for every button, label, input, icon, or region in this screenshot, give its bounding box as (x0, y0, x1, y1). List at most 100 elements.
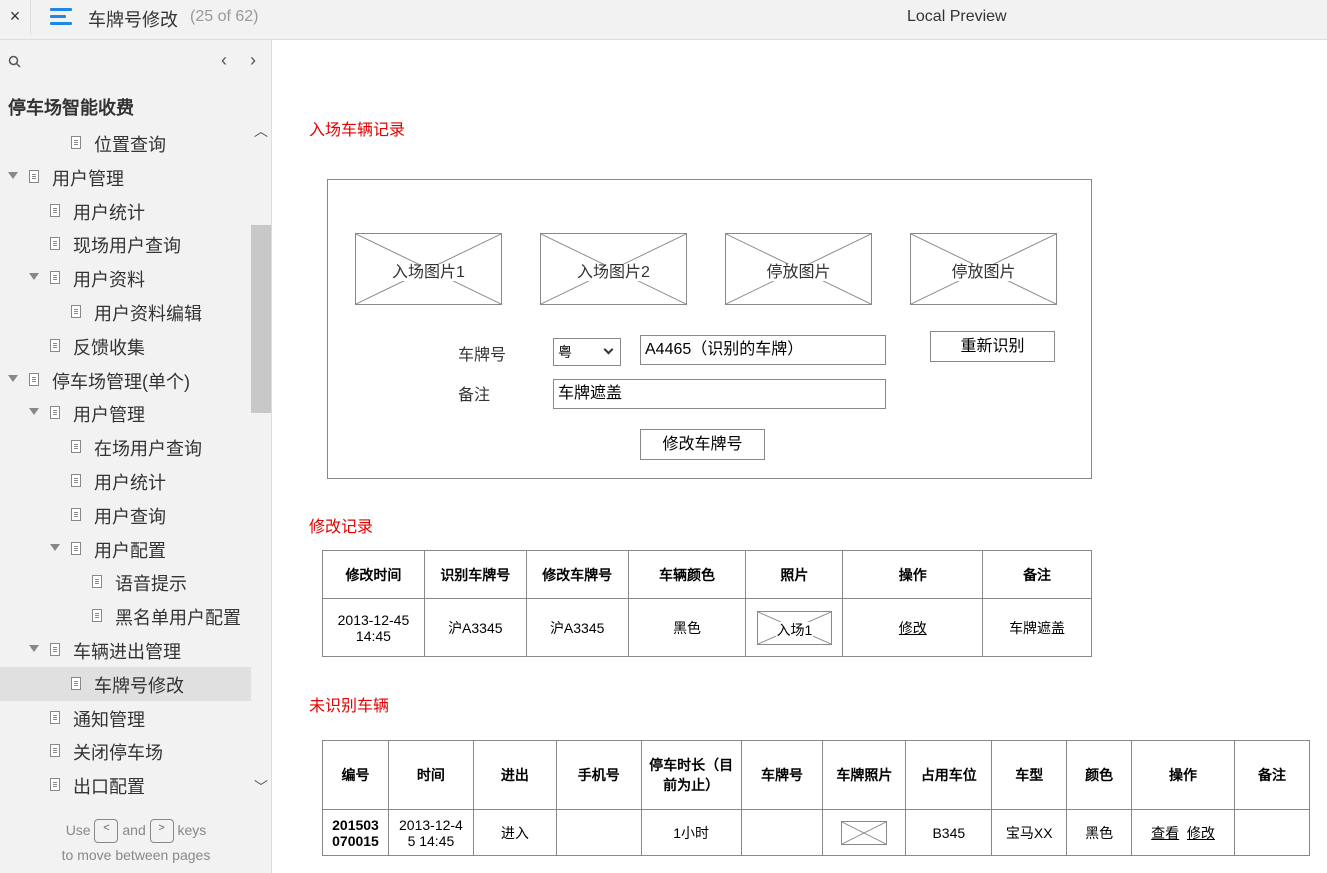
col-header: 停车时长（目前为止） (640, 740, 742, 810)
hamburger-menu-icon[interactable] (50, 8, 72, 26)
scrollbar-thumb[interactable] (251, 225, 271, 413)
sidebar-item[interactable]: 在场用户查询 (0, 430, 251, 464)
page-icon (71, 541, 81, 555)
sidebar-item[interactable]: 出口配置 (0, 768, 251, 802)
sidebar-item[interactable]: 用户管理 (0, 160, 251, 194)
page-count: (25 of 62) (190, 8, 259, 25)
sidebar-item[interactable]: 用户配置 (0, 532, 251, 566)
modify-record-table: 修改时间 识别车牌号 修改车牌号 车辆颜色 照片 操作 备注 2013-12-4… (322, 550, 1092, 657)
id-line1: 201503 (332, 816, 379, 833)
cell-inout: 进入 (472, 809, 557, 856)
hint-and: and (122, 822, 146, 838)
table-row: 201503 070015 2013-12-4 5 14:45 进入 1小时 B… (322, 809, 1311, 856)
sidebar-item[interactable]: 停车场管理(单个) (0, 363, 251, 397)
cell-duration: 1小时 (640, 809, 742, 856)
cell-remark: 车牌遮盖 (982, 598, 1092, 657)
hint-use: Use (65, 822, 91, 838)
sidebar-item[interactable]: 通知管理 (0, 701, 251, 735)
topbar-divider (30, 0, 31, 34)
sidebar-item-label: 用户统计 (73, 202, 145, 223)
scroll-down-icon[interactable]: ﹀ (254, 779, 268, 795)
sidebar-item[interactable]: 用户统计 (0, 464, 251, 498)
modify-link[interactable]: 修改 (1186, 824, 1215, 841)
cell-modified-plate: 沪A3345 (525, 598, 629, 657)
expand-caret-icon[interactable] (29, 644, 39, 652)
sidebar-item[interactable]: 用户查询 (0, 498, 251, 532)
expand-caret-icon[interactable] (29, 408, 39, 416)
sidebar-item[interactable]: 用户管理 (0, 396, 251, 430)
expand-caret-icon[interactable] (8, 171, 18, 179)
entry-image-1-label: 入场图片1 (391, 264, 466, 281)
cell-color: 黑色 (1066, 809, 1133, 856)
page-icon (50, 744, 60, 758)
next-key-icon: > (149, 819, 174, 844)
sidebar-item-label: 黑名单用户配置 (115, 608, 241, 629)
cell-action: 查看 修改 (1131, 809, 1235, 856)
prev-page-button[interactable]: ‹ (221, 50, 227, 70)
view-link[interactable]: 查看 (1151, 824, 1180, 841)
page-icon (29, 372, 39, 386)
entry-record-panel: 入场图片1 入场图片2 停放图片 停放图片 车牌号 粤 A4465（识别的车牌）… (327, 179, 1092, 479)
sidebar-item-label: 用户查询 (94, 506, 166, 527)
expand-caret-icon[interactable] (29, 273, 39, 281)
sidebar-item[interactable]: 语音提示 (0, 565, 251, 599)
page-icon (50, 338, 60, 352)
cell-model: 宝马XX (991, 809, 1068, 856)
top-bar: × 车牌号修改 (25 of 62) Local Preview (0, 0, 1327, 40)
sidebar-item-label: 用户资料编辑 (94, 303, 202, 324)
close-button[interactable]: × (9, 6, 21, 26)
sidebar-item[interactable]: 用户资料编辑 (0, 295, 251, 329)
photo-thumbnail[interactable]: 入场1 (756, 610, 832, 645)
remark-label: 备注 (458, 387, 491, 404)
scroll-up-icon[interactable]: ︿ (254, 123, 268, 139)
sidebar-item[interactable]: 车牌号修改 (0, 666, 251, 701)
keyboard-hint: Use < and > keys to move between pages (0, 818, 272, 868)
cell-plate (740, 809, 824, 856)
sidebar-item[interactable]: 用户资料 (0, 261, 251, 295)
parking-image-1-label: 停放图片 (765, 264, 832, 281)
sidebar-item[interactable]: 车辆进出管理 (0, 633, 251, 667)
col-header: 修改时间 (322, 550, 425, 599)
recognize-button[interactable]: 重新识别 (930, 331, 1055, 362)
cell-action: 修改 (842, 598, 984, 657)
col-header: 车牌照片 (822, 740, 907, 810)
sidebar-item[interactable]: 位置查询 (0, 126, 251, 160)
sidebar-item[interactable]: 现场用户查询 (0, 227, 251, 261)
sidebar-item-label: 停车场管理(单个) (52, 371, 190, 392)
search-icon[interactable] (8, 55, 22, 69)
modify-link[interactable]: 修改 (898, 619, 927, 636)
preview-label: Local Preview (907, 8, 1007, 25)
sidebar-item[interactable]: 用户统计 (0, 194, 251, 228)
unrecognized-table: 编号 时间 进出 手机号 停车时长（目前为止） 车牌号 车牌照片 占用车位 车型… (322, 740, 1311, 856)
section-title-unrecognized: 未识别车辆 (309, 698, 390, 715)
hint-keys: keys (177, 822, 207, 838)
next-page-button[interactable]: › (250, 50, 256, 70)
photo-label: 入场1 (775, 621, 814, 638)
cell-time: 2013-12-45 14:45 (322, 598, 425, 657)
page-icon (71, 507, 81, 521)
entry-image-1[interactable]: 入场图片1 (355, 233, 502, 305)
plate-input[interactable]: A4465（识别的车牌） (640, 335, 886, 365)
table-header-row: 编号 时间 进出 手机号 停车时长（目前为止） 车牌号 车牌照片 占用车位 车型… (322, 740, 1311, 810)
sidebar-item-label: 用户配置 (94, 540, 166, 561)
parking-image-2[interactable]: 停放图片 (910, 233, 1057, 305)
page-icon (50, 271, 60, 285)
modify-plate-button[interactable]: 修改车牌号 (640, 429, 765, 460)
expand-caret-icon[interactable] (8, 374, 18, 382)
cell-recognized-plate: 沪A3345 (423, 598, 527, 657)
sidebar-item-label: 现场用户查询 (73, 236, 181, 257)
col-header: 颜色 (1066, 740, 1133, 810)
sidebar-item[interactable]: 黑名单用户配置 (0, 599, 251, 633)
province-select[interactable]: 粤 (553, 338, 621, 366)
page-icon (50, 203, 60, 217)
expand-caret-icon[interactable] (50, 543, 60, 551)
remark-input[interactable]: 车牌遮盖 (553, 379, 886, 409)
entry-image-2[interactable]: 入场图片2 (540, 233, 687, 305)
parking-image-1[interactable]: 停放图片 (725, 233, 872, 305)
plate-photo-thumbnail[interactable] (841, 820, 888, 845)
sidebar-item[interactable]: 反馈收集 (0, 329, 251, 363)
page-tree: 位置查询用户管理用户统计现场用户查询用户资料用户资料编辑反馈收集停车场管理(单个… (0, 126, 251, 802)
cell-photo: 入场1 (745, 598, 844, 657)
col-header: 照片 (745, 550, 844, 599)
sidebar-item[interactable]: 关闭停车场 (0, 734, 251, 768)
